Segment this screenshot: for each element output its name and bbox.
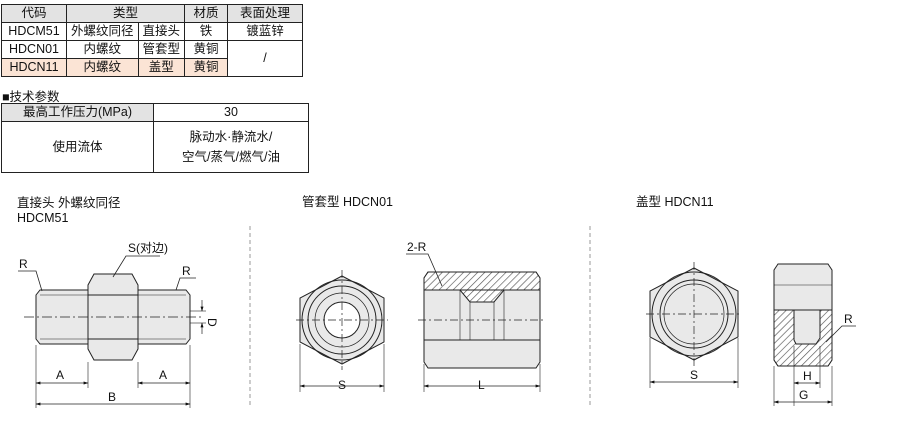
- hdcn01-drawing: [296, 253, 546, 392]
- fluid-line-1: 脉动水·静流水/: [189, 130, 273, 144]
- hdcn01-caption: 管套型 HDCN01: [302, 195, 393, 209]
- spec-table: 代码 类型 材质 表面处理 HDCM51 外螺纹同径 直接头 铁 镀蓝锌 HDC…: [1, 4, 304, 77]
- hdcm51-b-label: B: [108, 390, 116, 404]
- cell-material: 黄铜: [184, 58, 229, 77]
- hdcn11-h-label: H: [803, 369, 812, 383]
- hdcn01-2r-label: 2-R: [407, 240, 427, 254]
- spec-row: HDCN11 内螺纹 盖型 黄铜: [1, 58, 303, 77]
- hdcm51-caption: 直接头 外螺纹同径 HDCM51: [17, 196, 120, 226]
- hdcn01-s-label: S: [338, 378, 346, 392]
- hdcm51-r-left-label: R: [19, 257, 28, 271]
- cell-type: 内螺纹: [66, 40, 139, 59]
- hdcn11-caption: 盖型 HDCN11: [636, 195, 714, 209]
- hdcm51-a-right-label: A: [159, 368, 167, 382]
- header-code: 代码: [1, 4, 67, 23]
- header-type: 类型: [65, 4, 186, 23]
- hdcm51-r-right-label: R: [182, 264, 191, 278]
- hdcn11-g-label: G: [799, 388, 808, 402]
- tech-row: 使用流体 脉动水·静流水/ 空气/蒸气/燃气/油: [1, 121, 309, 173]
- tech-value: 脉动水·静流水/ 空气/蒸气/燃气/油: [153, 121, 309, 173]
- tech-label: 使用流体: [1, 121, 154, 173]
- cell-code: HDCN11: [1, 58, 67, 77]
- cell-type: 外螺纹同径: [66, 22, 139, 41]
- spec-header-row: 代码 类型 材质 表面处理: [1, 4, 304, 23]
- tech-params-table: 最高工作压力(MPa) 30 使用流体 脉动水·静流水/ 空气/蒸气/燃气/油: [1, 103, 309, 173]
- hdcm51-caption-line2: HDCM51: [17, 211, 69, 225]
- tech-row: 最高工作压力(MPa) 30: [1, 103, 309, 122]
- hdcm51-caption-line1: 直接头 外螺纹同径: [17, 196, 121, 210]
- hdcm51-a-left-label: A: [56, 368, 64, 382]
- cell-subtype: 直接头: [137, 22, 186, 41]
- tech-label: 最高工作压力(MPa): [1, 103, 154, 122]
- hdcn11-r-label: R: [844, 312, 853, 326]
- header-material: 材质: [184, 4, 229, 23]
- hdcm51-drawing: [18, 255, 206, 408]
- fluid-line-2: 空气/蒸气/燃气/油: [182, 150, 280, 164]
- cell-surface: /: [227, 40, 304, 77]
- hdcn11-drawing: [646, 262, 856, 406]
- hdcm51-s-label: S(对边): [128, 241, 168, 255]
- hdcn11-s-label: S: [690, 368, 698, 382]
- tech-params-heading: ■技术参数: [2, 90, 60, 104]
- spec-row: HDCN01 内螺纹 管套型 黄铜 /: [1, 40, 304, 77]
- cell-subtype: 盖型: [137, 58, 186, 77]
- hdcm51-d-label: D: [205, 318, 219, 327]
- cell-type: 内螺纹: [66, 58, 139, 77]
- hdcn01-l-label: L: [478, 378, 485, 392]
